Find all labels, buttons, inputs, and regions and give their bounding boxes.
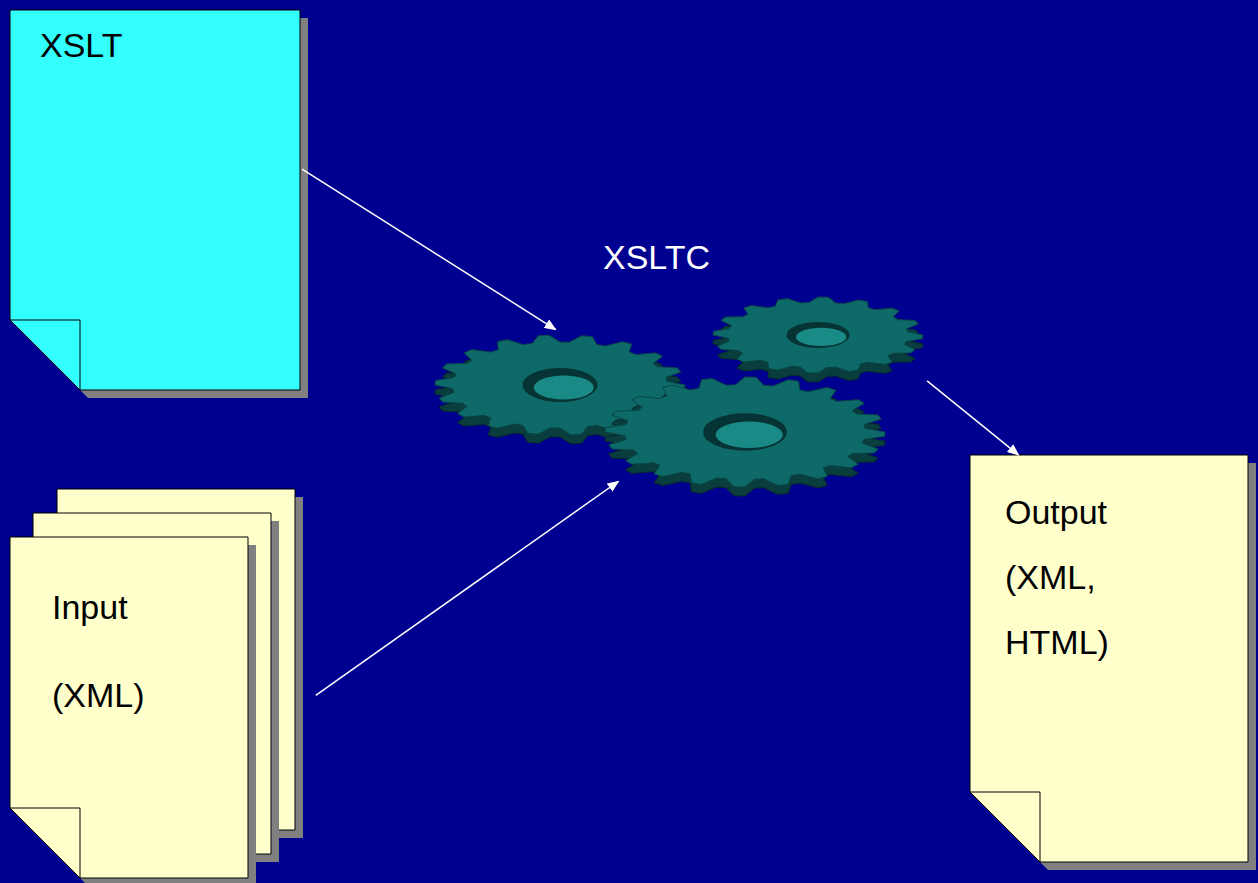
stylesheet-document: XSLT [10, 10, 308, 398]
gear-hole-inner [534, 376, 594, 400]
page-fold [10, 320, 80, 390]
gear [713, 297, 923, 373]
page-fold [970, 792, 1040, 862]
gear-hole [703, 413, 787, 450]
node-shape [425, 285, 948, 508]
page [970, 455, 1248, 862]
page-fold [10, 808, 80, 878]
input-documents: Input (XML) [10, 489, 304, 883]
node-text: XSLTC [603, 237, 803, 277]
gear-hole [787, 322, 850, 348]
output-document: Output (XML, HTML) [970, 455, 1256, 870]
flow-arrow [302, 169, 556, 330]
gear [605, 377, 885, 487]
flow-arrow [927, 381, 1019, 455]
node-shape [10, 10, 308, 398]
node-text: Input (XML) [52, 563, 172, 739]
gear-hole-inner [796, 328, 846, 346]
flow-arrow [316, 481, 619, 695]
page [10, 10, 300, 390]
gear-hole [523, 368, 598, 402]
compiler-gears: XSLTC [425, 285, 948, 508]
page [10, 537, 248, 878]
gear-hole-inner [716, 422, 783, 448]
node-text: XSLT [40, 25, 280, 65]
node-text: Output (XML, HTML) [1005, 480, 1155, 675]
